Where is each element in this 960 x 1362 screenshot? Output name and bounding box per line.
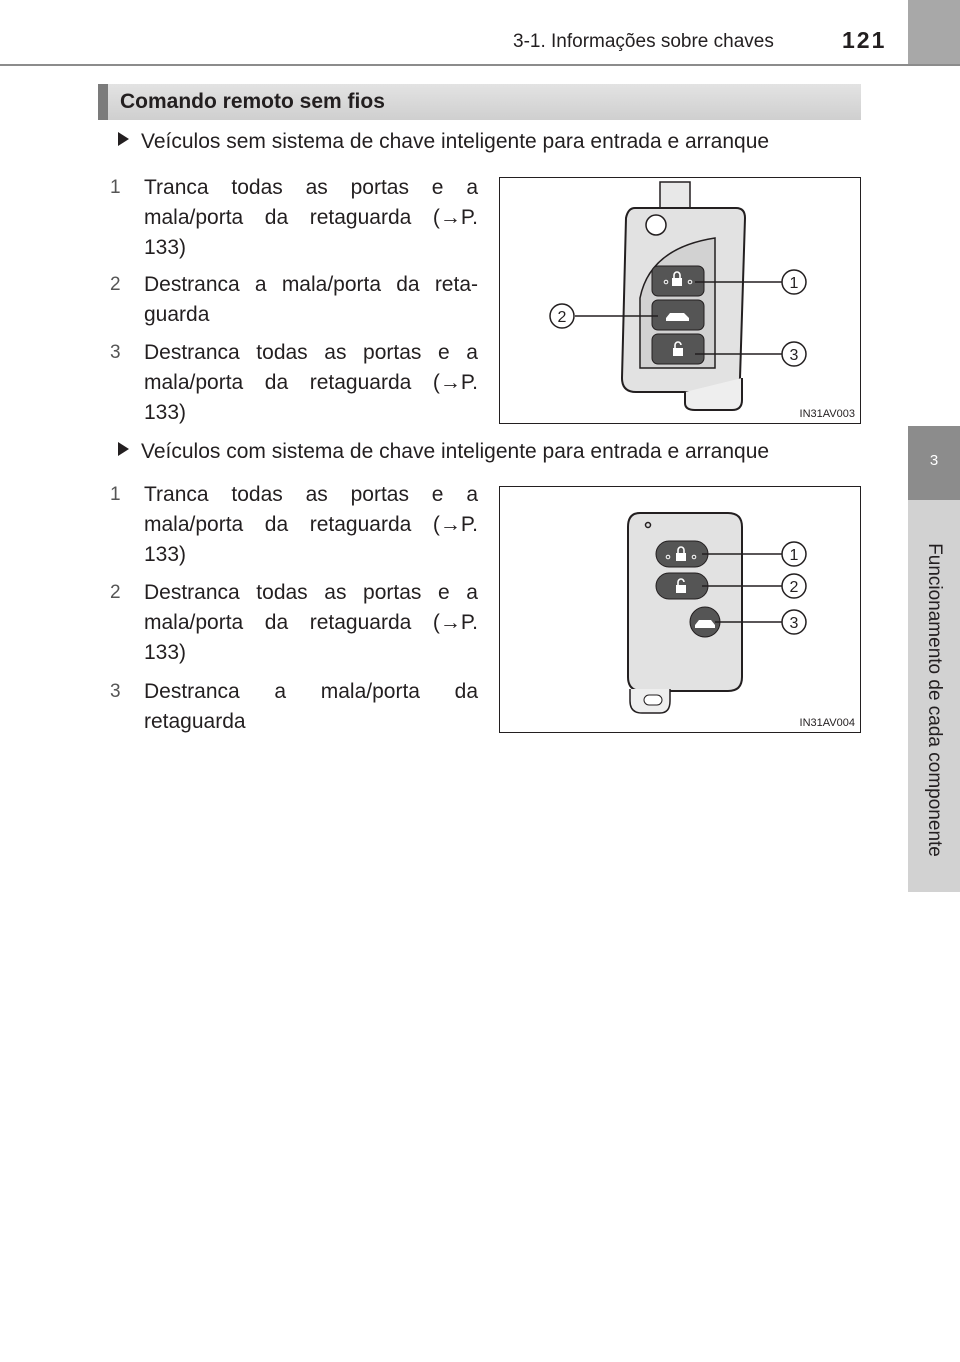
figure-code: IN31AV004 — [799, 717, 855, 729]
item-text: Destranca todas as portas e a mala/porta… — [144, 581, 478, 664]
triangle-bullet-icon — [118, 442, 129, 456]
section-heading: Comando remoto sem fios — [98, 84, 861, 120]
lock-icon — [665, 546, 697, 561]
list-item: 3 Destranca todas as portas e a mala/por… — [110, 338, 478, 428]
chapter-tab-label: Funcionamento de cada componente — [924, 543, 945, 857]
chapter-title: 3-1. Informações sobre chaves — [513, 31, 774, 52]
list-item: 3 Destranca a mala/porta da retaguarda — [110, 677, 478, 737]
callout-2: 2 — [558, 309, 567, 326]
callout-3: 3 — [790, 347, 799, 364]
chapter-tab[interactable]: 3 — [908, 426, 960, 500]
lock-icon — [663, 271, 693, 286]
item-text: Tranca todas as portas e a mala/porta da… — [144, 483, 478, 566]
trunk-icon — [666, 313, 689, 321]
page-number: 121 — [842, 27, 887, 53]
callout-1: 1 — [790, 547, 799, 564]
chapter-tab-band — [908, 500, 960, 892]
figure-code: IN31AV003 — [799, 408, 855, 420]
item-number: 3 — [110, 681, 121, 702]
section-title: Comando remoto sem fios — [120, 90, 385, 113]
smart-key-drawing: 1 2 3 — [627, 512, 807, 714]
side-tab-top — [908, 0, 960, 64]
flip-key-illustration: 1 2 3 IN31AV003 — [499, 177, 861, 424]
block-heading: Veículos com sistema de chave inteligent… — [118, 440, 769, 464]
item-text: Tranca todas as portas e a mala/porta da… — [144, 176, 478, 259]
flip-key-drawing: 1 2 3 — [549, 181, 807, 411]
item-text: Destranca a mala/porta da reta-guarda — [144, 273, 478, 326]
callout-2: 2 — [790, 579, 799, 596]
triangle-bullet-icon — [118, 132, 129, 146]
unlock-icon — [676, 578, 686, 593]
item-number: 2 — [110, 582, 121, 603]
header-rule — [0, 64, 960, 66]
callout-3: 3 — [790, 615, 799, 632]
item-number: 1 — [110, 484, 121, 505]
list-item: 2 Destranca a mala/porta da reta-guarda — [110, 270, 478, 330]
item-text: Destranca todas as portas e a mala/porta… — [144, 341, 478, 424]
list-item: 1 Tranca todas as portas e a mala/porta … — [110, 173, 478, 263]
list-item: 2 Destranca todas as portas e a mala/por… — [110, 578, 478, 668]
list-item: 1 Tranca todas as portas e a mala/porta … — [110, 480, 478, 570]
callout-1: 1 — [790, 275, 799, 292]
item-number: 3 — [110, 342, 121, 363]
trunk-icon — [695, 620, 715, 628]
unlock-icon — [673, 341, 683, 356]
block-heading: Veículos sem sistema de chave inteligent… — [118, 130, 769, 154]
item-number: 2 — [110, 274, 121, 295]
item-text: Destranca a mala/porta da retaguarda — [144, 680, 478, 733]
smart-key-illustration: 1 2 3 IN31AV004 — [499, 486, 861, 733]
item-number: 1 — [110, 177, 121, 198]
